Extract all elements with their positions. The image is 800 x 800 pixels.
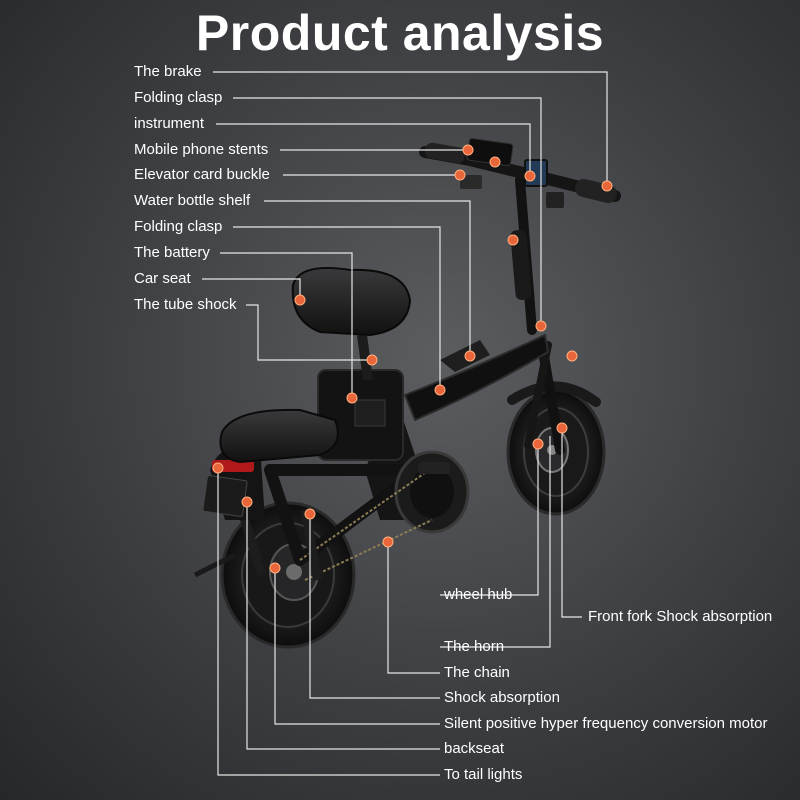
label-the-horn: The horn bbox=[444, 638, 505, 655]
label-to-tail-lights: To tail lights bbox=[444, 766, 523, 783]
front-fork bbox=[524, 340, 565, 455]
page-title: Product analysis bbox=[195, 5, 605, 61]
label-the-chain: The chain bbox=[444, 664, 510, 681]
label-shock-absorption: Shock absorption bbox=[444, 689, 560, 706]
label-mobile-phone-stents: Mobile phone stents bbox=[134, 141, 269, 158]
label-the-tube-shock: The tube shock bbox=[134, 296, 237, 313]
marker-dots bbox=[212, 144, 613, 574]
label-folding-clasp-upper: Folding clasp bbox=[134, 89, 223, 106]
label-front-fork-shock-absorption: Front fork Shock absorption bbox=[588, 608, 773, 625]
handlebar-assembly bbox=[419, 137, 621, 335]
label-water-bottle-shelf: Water bottle shelf bbox=[134, 192, 251, 209]
leader-lines bbox=[202, 71, 608, 776]
label-wheel-hub: wheel hub bbox=[444, 586, 513, 603]
label-car-seat: Car seat bbox=[134, 270, 191, 287]
car-seat-saddle bbox=[291, 266, 412, 381]
label-elevator-card-buckle: Elevator card buckle bbox=[134, 166, 270, 183]
label-the-brake: The brake bbox=[134, 63, 202, 80]
label-folding-clasp-lower: Folding clasp bbox=[134, 218, 223, 235]
label-silent-motor: Silent positive hyper frequency conversi… bbox=[444, 715, 768, 732]
backseat-pad bbox=[219, 408, 339, 464]
kickstand bbox=[193, 552, 237, 578]
battery-pack bbox=[317, 369, 404, 461]
label-backseat: backseat bbox=[444, 740, 505, 757]
label-the-battery: The battery bbox=[134, 244, 210, 261]
drivetrain bbox=[299, 450, 470, 581]
label-instrument: instrument bbox=[134, 115, 205, 132]
